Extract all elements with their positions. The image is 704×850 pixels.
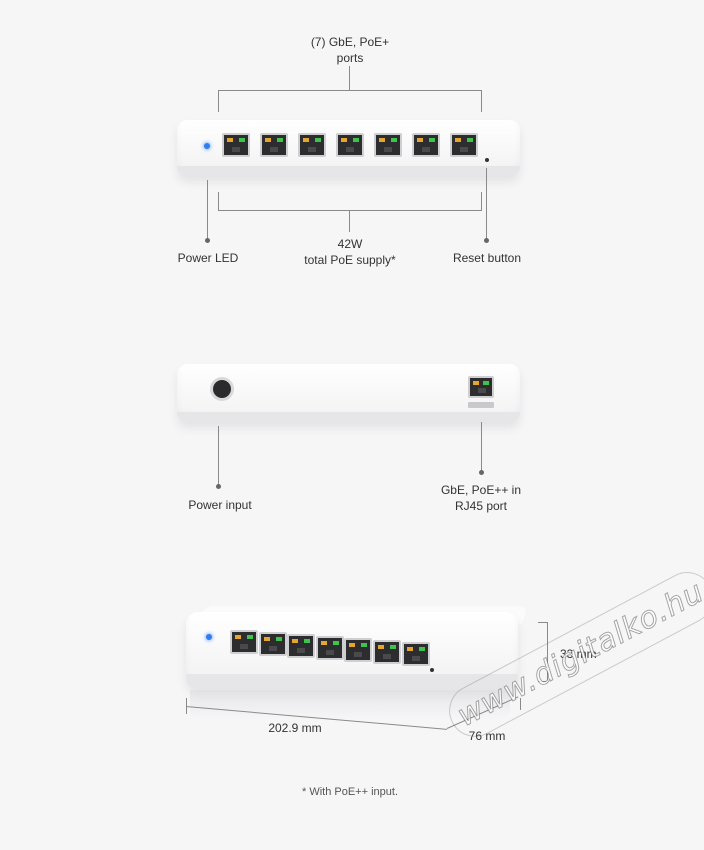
poe-bracket-stem bbox=[349, 210, 350, 232]
ports-label-line2: ports bbox=[336, 51, 364, 65]
ports-bracket-left bbox=[218, 90, 219, 112]
ports-bracket-top bbox=[218, 90, 482, 91]
port-2 bbox=[260, 133, 288, 157]
dc-power-jack-icon bbox=[210, 377, 234, 401]
uplink-label-line1: GbE, PoE++ in bbox=[440, 483, 522, 497]
height-dim-top bbox=[538, 622, 548, 623]
angled-port-4 bbox=[316, 636, 344, 660]
uplink-pointer bbox=[481, 422, 482, 472]
port-4 bbox=[336, 133, 364, 157]
angled-port-3 bbox=[287, 634, 315, 658]
ports-bracket-right bbox=[481, 90, 482, 112]
width-dim-left bbox=[186, 698, 187, 714]
ports-label: (7) GbE, PoE+ ports bbox=[300, 34, 400, 66]
switch-reflection bbox=[190, 690, 510, 720]
reset-button-icon bbox=[485, 158, 489, 162]
depth-dim-right bbox=[520, 698, 521, 710]
uplink-pointer-dot bbox=[479, 470, 484, 475]
power-led-pointer-dot bbox=[205, 238, 210, 243]
poe-bracket-bottom bbox=[218, 210, 482, 211]
poe-supply-line1: 42W bbox=[337, 237, 363, 251]
switch-rear bbox=[177, 364, 520, 422]
poe-bracket-right bbox=[481, 192, 482, 210]
power-input-label: Power input bbox=[188, 498, 252, 512]
reset-pointer-dot bbox=[484, 238, 489, 243]
height-label: 33 mm bbox=[560, 647, 597, 661]
poe-bracket-left bbox=[218, 192, 219, 210]
angled-port-1 bbox=[230, 630, 258, 654]
power-input-pointer bbox=[218, 426, 219, 486]
power-led-label: Power LED bbox=[177, 251, 239, 265]
height-dim-line bbox=[547, 622, 548, 682]
angled-port-5 bbox=[344, 638, 372, 662]
ports-label-line1: (7) GbE, PoE+ bbox=[310, 35, 390, 49]
power-led-pointer bbox=[207, 180, 208, 240]
poe-supply-line2: total PoE supply* bbox=[304, 253, 396, 267]
switch-angled bbox=[186, 612, 518, 688]
ports-bracket-stem bbox=[349, 66, 350, 90]
port-6 bbox=[412, 133, 440, 157]
angled-power-led-icon bbox=[206, 634, 212, 640]
switch-front bbox=[177, 120, 520, 176]
power-led-icon bbox=[204, 143, 210, 149]
angled-reset-icon bbox=[430, 668, 434, 672]
angled-port-6 bbox=[373, 640, 401, 664]
uplink-port-sticker bbox=[468, 402, 494, 408]
port-7 bbox=[450, 133, 478, 157]
power-input-pointer-dot bbox=[216, 484, 221, 489]
footnote: * With PoE++ input. bbox=[302, 786, 398, 798]
reset-pointer bbox=[486, 168, 487, 240]
uplink-port bbox=[468, 376, 494, 398]
width-label: 202.9 mm bbox=[268, 721, 322, 735]
port-5 bbox=[374, 133, 402, 157]
reset-button-label: Reset button bbox=[452, 251, 522, 265]
depth-label: 76 mm bbox=[468, 729, 506, 743]
angled-port-7 bbox=[402, 642, 430, 666]
angled-port-2 bbox=[259, 632, 287, 656]
port-3 bbox=[298, 133, 326, 157]
height-dim-bottom bbox=[538, 681, 548, 682]
port-1 bbox=[222, 133, 250, 157]
uplink-label: GbE, PoE++ in RJ45 port bbox=[430, 482, 532, 514]
uplink-label-line2: RJ45 port bbox=[454, 499, 508, 513]
poe-supply-label: 42W total PoE supply* bbox=[290, 236, 410, 268]
